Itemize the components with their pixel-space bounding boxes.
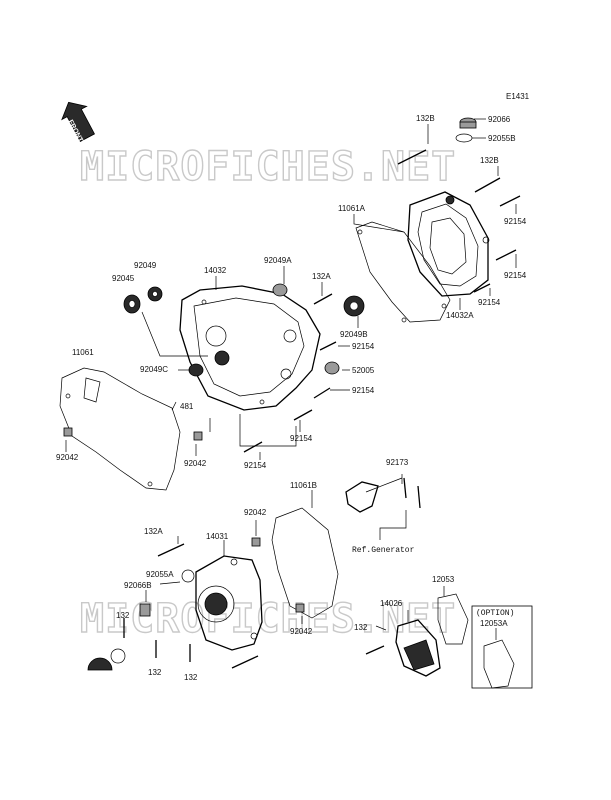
label-132-b: 132 — [354, 623, 368, 632]
label-92066B: 92066B — [124, 581, 152, 590]
label-11061B: 11061B — [290, 481, 317, 490]
label-92154-r1: 92154 — [504, 217, 527, 226]
label-92049-top: 92049 — [134, 261, 157, 270]
label-92066: 92066 — [488, 115, 511, 124]
label-132-a: 132 — [116, 611, 130, 620]
bolts-upper-right — [397, 149, 521, 293]
label-132-d: 132 — [184, 673, 198, 682]
part-labels: 132B 92066 92055B 132B 11061A 92154 9215… — [56, 114, 527, 682]
ref-generator-label: Ref.Generator — [352, 546, 415, 555]
label-92173: 92173 — [386, 458, 409, 467]
leader-lines — [65, 118, 517, 640]
label-52005: 52005 — [352, 366, 375, 375]
label-132A-low: 132A — [144, 527, 163, 536]
generator-bracket-shape — [345, 477, 421, 513]
gasket-11061-shape — [59, 367, 181, 491]
dowel-92042-bottom-icon — [295, 603, 305, 613]
label-92154-r2: 92154 — [504, 271, 527, 280]
label-92045: 92045 — [112, 274, 135, 283]
label-11061: 11061 — [72, 348, 94, 357]
label-92042-left: 92042 — [56, 453, 79, 462]
option-box — [471, 605, 533, 689]
cap-lower-icon — [87, 657, 113, 671]
diagram-code: E1431 — [506, 92, 530, 101]
label-92154-m2: 92154 — [352, 386, 375, 395]
label-92154-m1: 92154 — [352, 342, 375, 351]
label-14031: 14031 — [206, 532, 229, 541]
o-ring-lower-icon — [110, 648, 126, 664]
plate-12053A-shape — [483, 639, 515, 689]
label-92042-bottom: 92042 — [290, 627, 313, 636]
label-14026: 14026 — [380, 599, 403, 608]
watermark-bottom: MICROFICHES.NET — [80, 596, 456, 642]
cover-14032A-shape — [407, 191, 490, 297]
label-11061A: 11061A — [338, 204, 366, 213]
dowel-92042-left-icon — [63, 427, 73, 437]
plug-92066B-icon — [139, 603, 151, 617]
label-14032: 14032 — [204, 266, 227, 275]
label-92042-mid: 92042 — [184, 459, 207, 468]
label-132B-right: 132B — [480, 156, 499, 165]
dowel-92042-mid-icon — [193, 431, 203, 441]
watermark-top: MICROFICHES.NET — [80, 144, 456, 190]
plug-92066-icon — [459, 117, 477, 129]
label-92154-bottom: 92154 — [244, 461, 267, 470]
cover-14032-shape — [179, 285, 321, 411]
label-132-c: 132 — [148, 668, 162, 677]
o-ring-92055B-icon — [455, 133, 473, 143]
label-12053: 12053 — [432, 575, 455, 584]
o-ring-92055A-icon — [181, 569, 195, 583]
label-132B-top: 132B — [416, 114, 435, 123]
label-92055A: 92055A — [146, 570, 174, 579]
gasket-11061B-shape — [271, 507, 339, 619]
label-92049B: 92049B — [340, 330, 368, 339]
label-14032A: 14032A — [446, 311, 474, 320]
label-92154-m3: 92154 — [290, 434, 313, 443]
cover-14026-shape — [395, 619, 441, 677]
label-132A-top: 132A — [312, 272, 331, 281]
bolts-lower — [123, 543, 385, 669]
front-arrow-icon: FRONT — [61, 101, 95, 144]
cover-14031-shape — [195, 555, 263, 651]
bearings-left — [123, 283, 365, 377]
label-92154-r3: 92154 — [478, 298, 501, 307]
label-92055B: 92055B — [488, 134, 516, 143]
label-12053A: 12053A — [480, 619, 508, 628]
label-92049A: 92049A — [264, 256, 292, 265]
label-92049C: 92049C — [140, 365, 168, 374]
gasket-11061A-shape — [355, 221, 451, 323]
dowel-92042-low-icon — [251, 537, 261, 547]
plate-12053-shape — [437, 593, 469, 645]
bolts-middle — [243, 293, 337, 453]
label-481: 481 — [180, 402, 194, 411]
option-label: (OPTION) — [476, 609, 514, 618]
label-92042-low: 92042 — [244, 508, 267, 517]
